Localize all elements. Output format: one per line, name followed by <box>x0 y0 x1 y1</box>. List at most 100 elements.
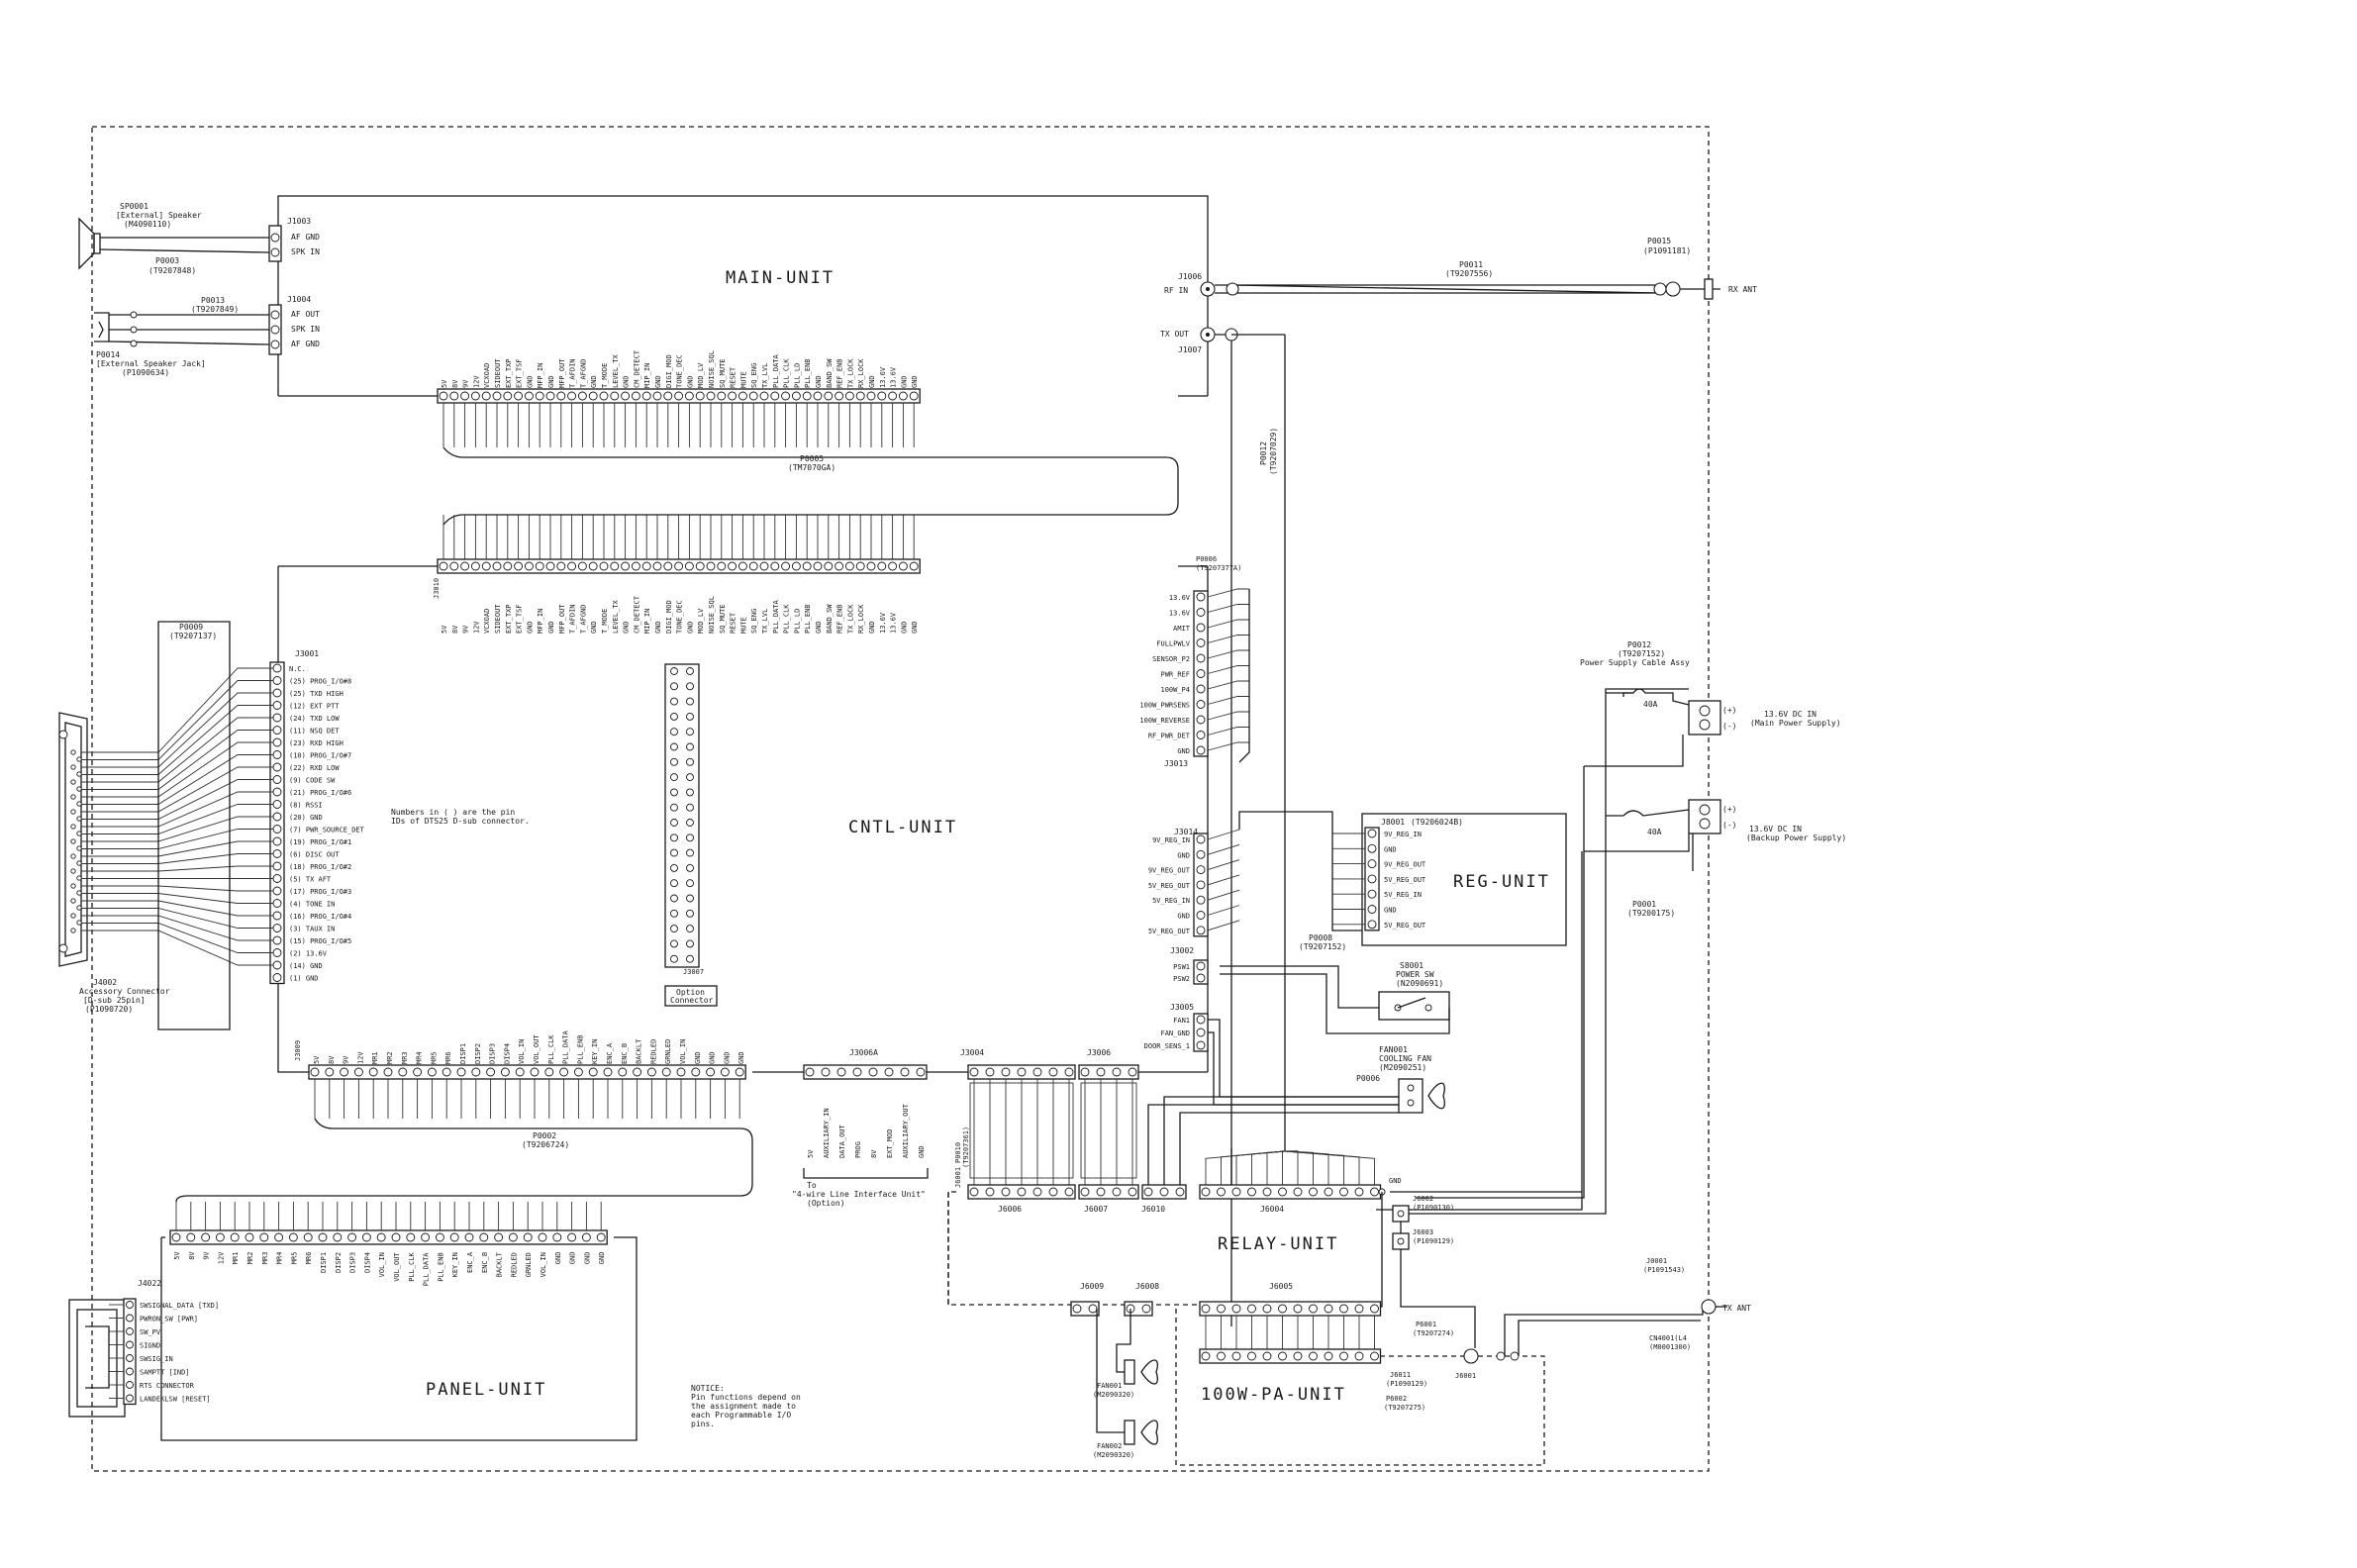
main-header-pin <box>610 391 620 401</box>
main-header-pin <box>621 391 631 401</box>
j3001-pin <box>272 924 282 932</box>
panel-header-signal: GRNLED <box>525 1252 533 1277</box>
p0010-part: (T9207361) <box>962 1127 970 1168</box>
j3009-signal: GND <box>709 1051 717 1064</box>
j3001-label: (25) PROG_I/O#8 <box>289 678 351 686</box>
j3010-pin <box>641 561 651 571</box>
j3009-signal: 5V <box>313 1055 321 1064</box>
j3014-connector: 9V_REG_INGND9V_REG_OUT5V_REG_OUT5V_REG_I… <box>1148 811 1362 937</box>
fan-part: (M2090251) <box>1379 1063 1426 1072</box>
j3010-signal: GND <box>623 621 631 634</box>
main-header-pin <box>641 391 651 401</box>
j3006-pin <box>1080 1067 1090 1077</box>
backup-supply-plus: (+) <box>1722 805 1736 814</box>
j3010-signal: SQ_MUTE <box>719 604 727 634</box>
main-header-pin <box>791 391 801 401</box>
j6005-label: J6005 <box>1269 1282 1293 1291</box>
j1007-label: J1007 <box>1178 345 1202 354</box>
j3001-pin <box>272 701 282 710</box>
main-header-signal: RESET <box>730 366 737 388</box>
main-header-signal: T_AFDIN <box>569 358 577 388</box>
pa-unit: 100W-PA-UNIT J6001 TX ANT J0001 (P109154… <box>1175 1257 1751 1466</box>
j6004-pin <box>1217 1187 1226 1197</box>
j3010-pin <box>791 561 801 571</box>
j3013-pin <box>1196 700 1206 709</box>
j3010-pin <box>449 561 459 571</box>
j6000-pin <box>1247 1351 1256 1361</box>
j3014-pin <box>1196 911 1206 920</box>
j6006-pin <box>969 1187 979 1197</box>
j3010-signal: 5V <box>441 625 448 634</box>
main-header-pin <box>802 391 812 401</box>
j3010-signal: MUTE <box>739 617 747 634</box>
j3010-signal: SQ_ENG <box>750 609 758 634</box>
j3010-signal: TONE_DEC <box>676 600 684 634</box>
j6004-pin <box>1309 1187 1318 1197</box>
j3013-label: PWR_REF <box>1160 671 1190 679</box>
panel-header-pin <box>508 1232 518 1242</box>
j3009-pin <box>471 1067 481 1077</box>
main-header-pin <box>844 391 854 401</box>
fan-label: FAN001 <box>1379 1045 1408 1054</box>
main-header-signal: GND <box>686 375 694 388</box>
j3010-signal: GND <box>900 621 908 634</box>
j6002-label: J6002 <box>1413 1195 1433 1203</box>
p0001-part: (T9200175) <box>1627 909 1675 918</box>
panel-header-signal: VOL_IN <box>378 1252 386 1277</box>
main-header-signal: MFP_IN <box>537 363 544 388</box>
j3010-signal: MIP_IN <box>643 609 651 634</box>
j3006a-signal: 5V <box>807 1149 815 1158</box>
j3010-label: J3010 <box>433 578 441 599</box>
pa-unit-label: 100W-PA-UNIT <box>1201 1385 1346 1405</box>
main-header-signal: T_AFGND <box>579 358 587 388</box>
j3006a-connector <box>803 1064 928 1080</box>
panel-header-pin <box>567 1232 577 1242</box>
j3010-pin <box>503 561 513 571</box>
j3013-label: SENSOR_P2 <box>1152 655 1190 663</box>
j6004-label: J6004 <box>1260 1205 1284 1214</box>
j6006-label: J6006 <box>998 1205 1022 1214</box>
j4022-pin-label: PWRON_SW [PWR] <box>140 1316 198 1323</box>
j3013-pin <box>1196 669 1206 678</box>
j6005-pin <box>1247 1304 1256 1314</box>
j3006a-signal: 8V <box>870 1149 878 1158</box>
main-header-signal: SQ_ENG <box>750 363 758 388</box>
chassis-boundary <box>91 126 1710 1472</box>
panel-header-pin <box>201 1232 211 1242</box>
j3014-label: GND <box>1177 851 1190 859</box>
main-header-signal: GND <box>526 375 534 388</box>
p0012-desc: Power Supply Cable Assy <box>1580 658 1690 667</box>
j4022-pin-label: SAMPTT [IND] <box>140 1369 190 1377</box>
j3010-signal: REF_ENB <box>836 604 844 634</box>
j6006-pin <box>1064 1187 1074 1197</box>
tx-cable-p0012: P0012 (T9207029) <box>1215 328 1286 1326</box>
main-header-pin <box>813 391 823 401</box>
reg-pin-label: 5V_REG_OUT <box>1384 876 1426 884</box>
j3010-pin <box>621 561 631 571</box>
panel-header-signal: GND <box>583 1252 591 1265</box>
j3013-pin <box>1196 608 1206 617</box>
j3010-signal: T_MODE <box>601 609 609 634</box>
panel-header-signal: GND <box>569 1252 577 1265</box>
j3010-signal: GND <box>526 621 534 634</box>
j3010-signal: VCXOAD <box>483 609 491 634</box>
j3014-pin <box>1196 880 1206 890</box>
j6010-pin <box>1143 1187 1153 1197</box>
j3009-signal: PLL_ENB <box>576 1034 584 1064</box>
cable-p0002 <box>175 1079 753 1230</box>
j3001-pin <box>272 800 282 809</box>
j3010-signal: GND <box>911 621 919 634</box>
j6005-pin <box>1293 1304 1303 1314</box>
j3013-label: FULLPWLV <box>1156 640 1191 648</box>
j6005-pin <box>1370 1304 1379 1314</box>
j6008-connector <box>1124 1301 1153 1317</box>
cooling-fan: FAN001 COOLING FAN (M2090251) P0006 <box>1356 1045 1445 1114</box>
p0011-part: (T9207556) <box>1445 269 1493 278</box>
j6000-pin <box>1354 1351 1364 1361</box>
j3006a-pin <box>868 1067 878 1077</box>
j6005-pin <box>1231 1304 1241 1314</box>
j3010-signal: GND <box>590 621 598 634</box>
fan1-label: FAN001 <box>1097 1382 1122 1390</box>
j3009-signal: VOL_IN <box>518 1039 526 1064</box>
